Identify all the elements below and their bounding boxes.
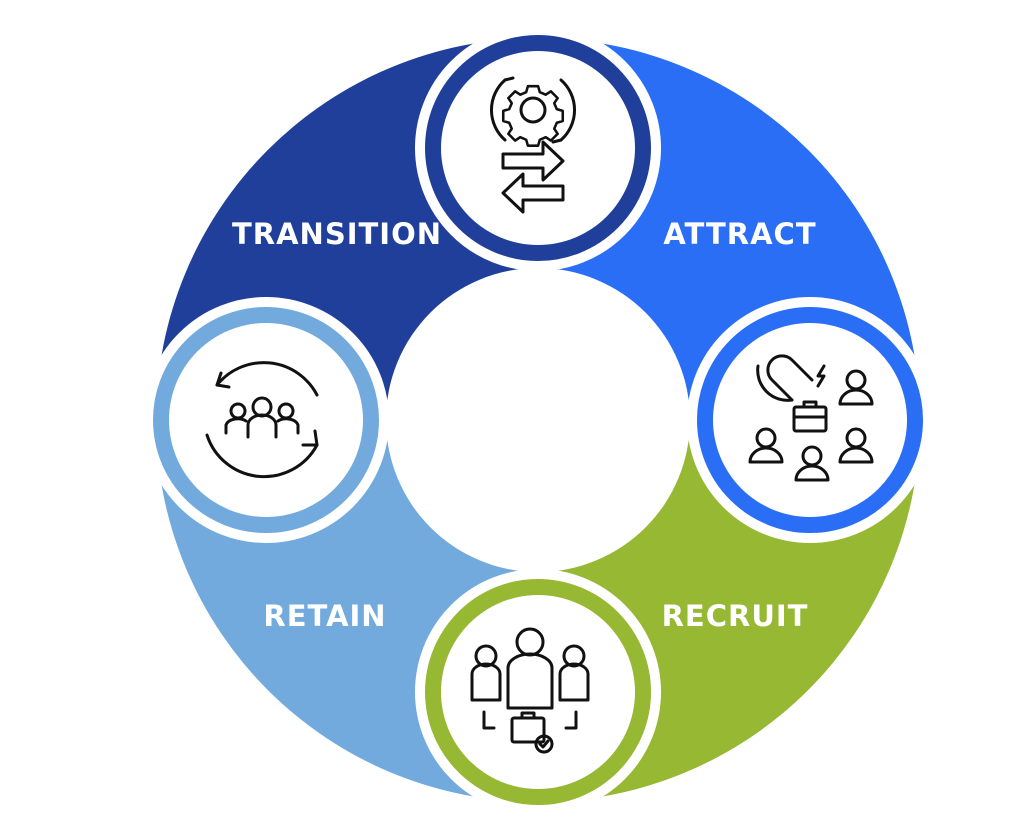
bulb-transition xyxy=(415,25,661,271)
stage-label-recruit: RECRUIT xyxy=(662,599,809,633)
people-cycle-icon xyxy=(205,361,319,479)
stage-label-retain: RETAIN xyxy=(263,599,386,633)
bulb-attract xyxy=(687,297,933,543)
bulb-recruit xyxy=(415,569,661,815)
gear-arrows-icon xyxy=(490,76,576,214)
stage-label-attract: ATTRACT xyxy=(663,217,816,251)
magnet-people-icon xyxy=(748,354,874,482)
center-hole xyxy=(388,270,688,570)
stage-label-transition: TRANSITION xyxy=(232,217,442,251)
bulb-retain xyxy=(143,297,389,543)
team-briefcase-icon xyxy=(470,627,590,754)
